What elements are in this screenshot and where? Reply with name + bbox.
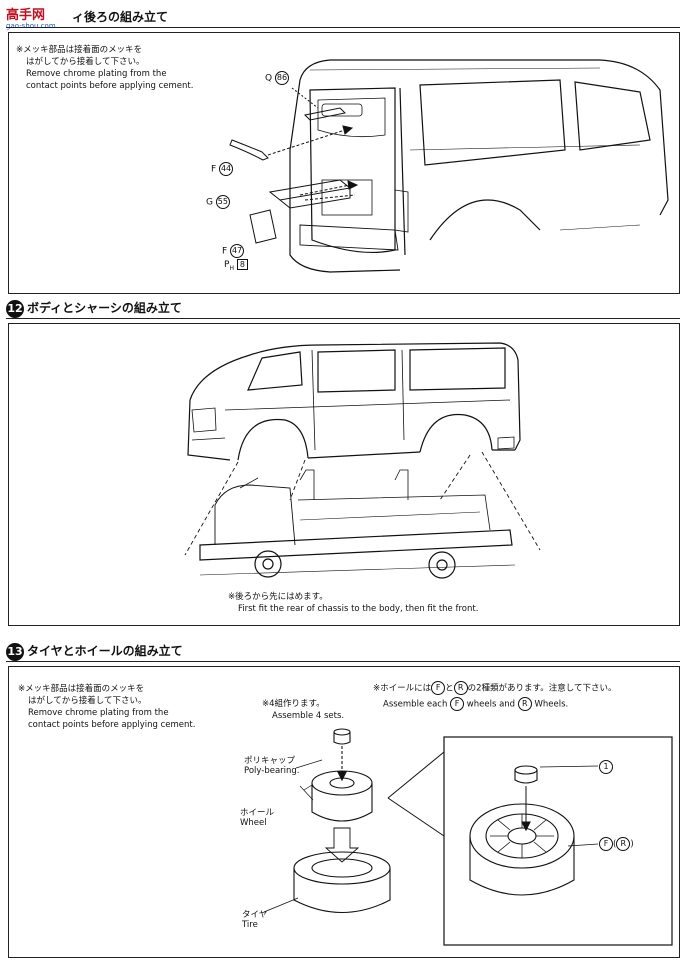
section-11-note: ※メッキ部品は接着面のメッキを はがしてから接着して下さい。 Remove ch… xyxy=(16,44,193,92)
wheel-note-jp-mid: と xyxy=(445,683,454,694)
poly-label-en: Poly-bearing. xyxy=(244,766,300,776)
part-1-circle: 1 xyxy=(599,760,613,774)
wheel-note-en: Assemble each F wheels and R Wheels. xyxy=(373,697,616,711)
note-jp-line2: はがしてから接着して下さい。 xyxy=(26,57,145,67)
wheel-note-jp-post: の2種類があります。注意して下さい。 xyxy=(467,683,617,694)
s13-note-en-line2: contact points before applying cement. xyxy=(28,720,196,730)
sets-note-en: Assemble 4 sets. xyxy=(272,711,345,721)
wheel-note-en-pre: Assemble each xyxy=(383,699,448,710)
label-q-number: 86 xyxy=(274,71,289,85)
label-f47: F 47 xyxy=(222,244,245,258)
label-ph8: PH 8 xyxy=(224,259,248,272)
wheel-label-jp: ホイール xyxy=(240,808,275,818)
watermark-url: gao-shou.com xyxy=(6,22,56,30)
callout-part-number: 1 xyxy=(599,760,613,774)
section-12-title: ボディとシャーシの組み立て xyxy=(27,301,182,315)
callout-circle-r: R xyxy=(616,837,631,851)
tire-label: タイヤ Tire xyxy=(242,908,267,930)
poly-bearing-label: ポリキャップ Poly-bearing. xyxy=(244,754,300,776)
callout-fr-label: F(R) xyxy=(599,837,634,851)
section-12-note-jp: ※後ろから先にはめます。 xyxy=(228,592,328,602)
s13-note-jp-line2: はがしてから接着して下さい。 xyxy=(28,696,147,706)
s13-note-en-line1: Remove chrome plating from the xyxy=(28,708,169,718)
label-p-sub: H xyxy=(229,264,234,272)
label-q86: Q 86 xyxy=(265,71,289,85)
callout-paren-open: ( xyxy=(613,839,617,850)
section-13-sets-note: ※4組作ります。 Assemble 4 sets. xyxy=(262,698,344,722)
callout-paren-close: ) xyxy=(630,839,634,850)
note-en-line1: Remove chrome plating from the xyxy=(26,69,167,79)
callout-circle-f: F xyxy=(599,837,613,851)
label-f1-number: 44 xyxy=(219,162,234,176)
section-13-note: ※メッキ部品は接着面のメッキを はがしてから接着して下さい。 Remove ch… xyxy=(18,683,195,731)
poly-label-jp: ポリキャップ xyxy=(244,756,296,766)
circle-r: R xyxy=(453,681,468,695)
wheel-note-en-post: Wheels. xyxy=(534,699,569,710)
label-g-letter: G xyxy=(206,197,213,208)
tire-label-en: Tire xyxy=(242,920,258,930)
wheel-note-jp-pre: ※ホイールには xyxy=(373,683,432,694)
label-f1-letter: F xyxy=(211,164,217,175)
circle-r-en: R xyxy=(517,697,532,711)
wheel-label: ホイール Wheel xyxy=(240,806,274,828)
sets-note-jp: ※4組作ります。 xyxy=(262,699,325,709)
label-g-number: 55 xyxy=(215,195,230,209)
watermark-logo: 高手网 xyxy=(6,8,46,23)
section-11-rule xyxy=(6,27,680,28)
section-12-rule xyxy=(6,318,680,319)
section-13-number: 13 xyxy=(6,642,24,661)
section-13-rule xyxy=(6,661,680,662)
section-11-panel xyxy=(8,32,680,294)
circle-f-en: F xyxy=(450,697,465,711)
note-en-line2: contact points before applying cement. xyxy=(26,81,194,91)
s13-note-jp-line1: ※メッキ部品は接着面のメッキを xyxy=(18,684,145,694)
label-f2-letter: F xyxy=(222,246,228,257)
label-f44: F 44 xyxy=(211,162,234,176)
circle-f: F xyxy=(431,681,446,695)
section-13-title: タイヤとホイールの組み立て xyxy=(27,644,183,658)
section-13-panel xyxy=(8,666,680,958)
label-f2-number: 47 xyxy=(230,244,245,258)
tire-label-jp: タイヤ xyxy=(242,910,268,920)
wheel-note-en-mid: wheels and xyxy=(466,699,516,710)
label-p-number: 8 xyxy=(236,259,248,270)
note-jp-line1: ※メッキ部品は接着面のメッキを xyxy=(16,45,143,55)
section-12-number: 12 xyxy=(6,299,24,318)
section-12-note-en: First fit the rear of chassis to the bod… xyxy=(238,604,479,614)
label-p-letter: P xyxy=(224,260,230,270)
section-11-title: ィ後ろの組み立て xyxy=(72,10,169,24)
wheel-label-en: Wheel xyxy=(240,818,267,828)
section-12-note: ※後ろから先にはめます。 First fit the rear of chass… xyxy=(228,591,478,615)
section-12-panel xyxy=(8,323,680,626)
label-g55: G 55 xyxy=(206,195,230,209)
label-q-letter: Q xyxy=(265,73,273,84)
